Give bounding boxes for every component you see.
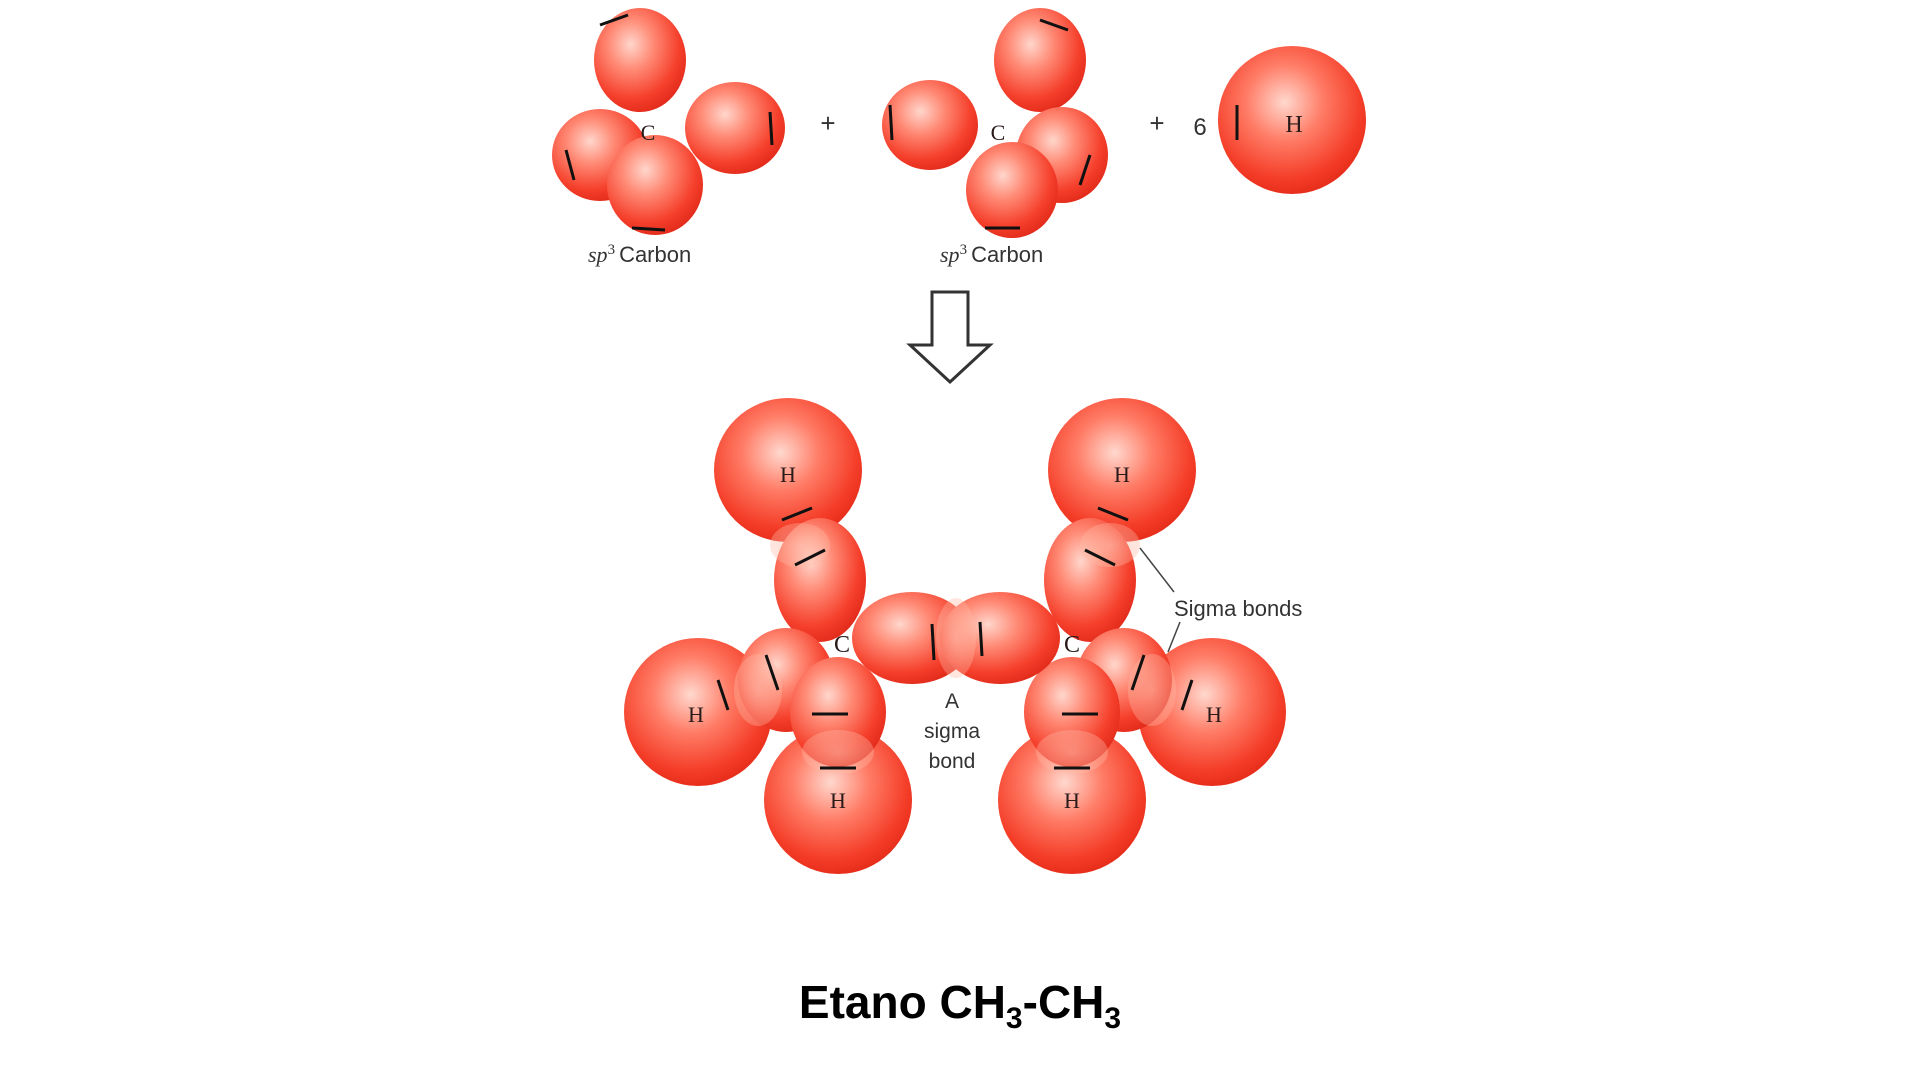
sigma-bond-label-line1: A xyxy=(945,690,959,713)
electron-spin-arrows xyxy=(716,506,1194,770)
electron-spin-arrow-icon xyxy=(1039,18,1069,32)
compound-formula: CH3-CH3 xyxy=(939,976,1121,1035)
sp3-lobe xyxy=(685,82,785,174)
sigma-overlap xyxy=(936,598,976,678)
formula-subscript: 3 xyxy=(1104,1002,1122,1035)
hydrogen-symbol: H xyxy=(1206,702,1222,727)
sigma-bond-label-line3: bond xyxy=(929,750,976,773)
formula-part: CH xyxy=(939,976,1006,1028)
sp3-lobe xyxy=(607,135,703,235)
carbon-symbol: C xyxy=(834,632,850,658)
sp3-lobe xyxy=(882,80,978,170)
hydrogen-atom: H xyxy=(1218,46,1366,194)
hydrogen-orbital xyxy=(998,726,1146,874)
electron-spin-arrow-icon xyxy=(599,13,629,27)
electron-spin-arrow-icon xyxy=(1078,154,1092,186)
hydrogen-symbol: H xyxy=(830,788,846,813)
sp3-lobe xyxy=(594,8,686,112)
hydrogen-symbol: H xyxy=(1064,788,1080,813)
sigma-overlap xyxy=(1080,523,1140,567)
hydrogen-symbol: H xyxy=(780,462,796,487)
ethane-molecule: C C H H H H H H A sigma bond xyxy=(624,398,1302,874)
leader-line xyxy=(1167,621,1181,653)
sigma-overlap xyxy=(1128,654,1176,726)
hollow-down-arrow-icon xyxy=(906,290,994,385)
electron-spin-arrow-icon xyxy=(631,226,666,232)
sigma-overlap xyxy=(770,523,830,567)
carbon-symbol: C xyxy=(991,120,1006,145)
sigma-overlap xyxy=(1036,730,1108,774)
carbon-symbol: C xyxy=(641,120,656,145)
leader-line xyxy=(1139,547,1175,593)
sigma-bonds-label: Sigma bonds xyxy=(1174,596,1302,621)
plus-sign: + xyxy=(820,108,835,138)
electron-spin-arrow-icon xyxy=(768,111,774,146)
hydrogen-orbital xyxy=(1048,398,1196,542)
hydrogen-orbital xyxy=(764,726,912,874)
hydrogen-symbol: H xyxy=(688,702,704,727)
electron-spin-arrow-icon xyxy=(888,104,894,141)
sp3-lobe xyxy=(994,8,1086,112)
hydrogen-symbol: H xyxy=(1285,112,1302,138)
formula-part: CH xyxy=(1037,976,1105,1028)
electron-spin-arrow-icon xyxy=(564,149,576,181)
compound-name: Etano xyxy=(798,976,927,1028)
sigma-overlap xyxy=(734,654,782,726)
formula-dash: - xyxy=(1022,976,1038,1028)
plus-sign: + xyxy=(1149,108,1164,138)
hydrogen-coefficient: 6 xyxy=(1193,114,1206,141)
page-title: Etano CH3-CH3 xyxy=(0,975,1920,1036)
hydrogen-orbital xyxy=(624,638,772,786)
sigma-bond-label-line2: sigma xyxy=(924,720,980,743)
hydrogen-orbital xyxy=(714,398,862,542)
sp3-lobe xyxy=(966,142,1058,238)
carbon-symbol: C xyxy=(1064,632,1080,658)
hydrogen-orbital xyxy=(1138,638,1286,786)
hydrogen-symbol: H xyxy=(1114,462,1130,487)
hydrogen-orbital xyxy=(1218,46,1366,194)
sigma-overlap xyxy=(802,730,874,774)
formula-subscript: 3 xyxy=(1005,1002,1023,1035)
